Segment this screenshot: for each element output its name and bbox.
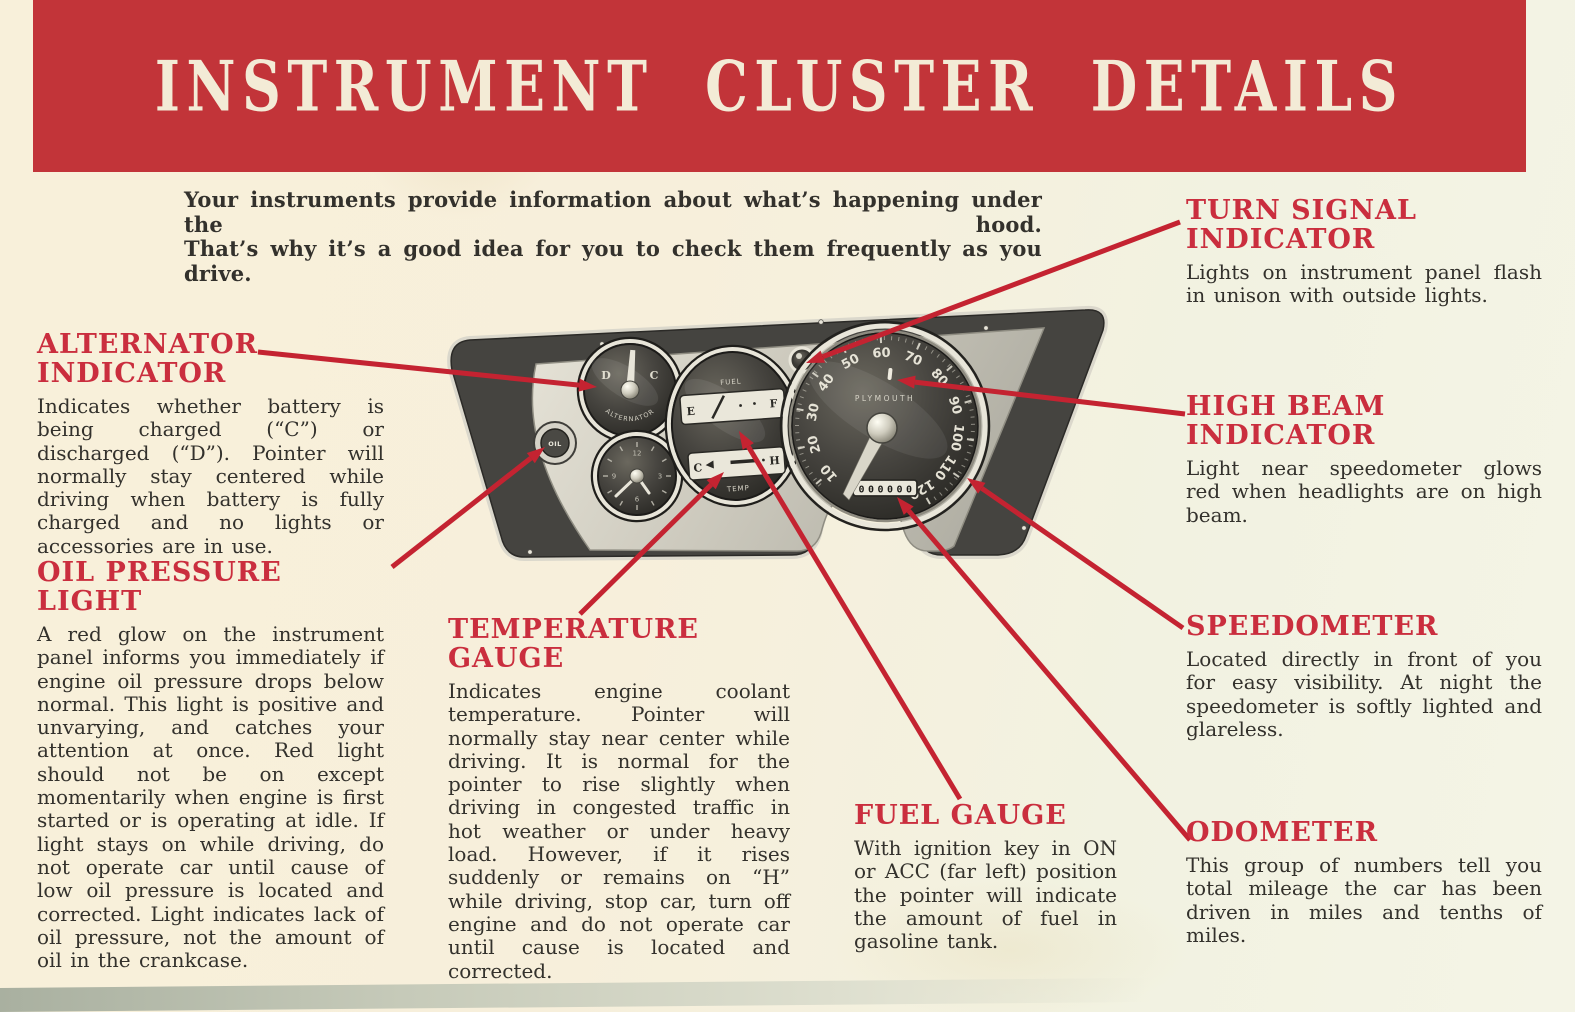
intro-line-2: That’s why it’s a good idea for you to c… xyxy=(184,236,1042,286)
section-body: Indicates engine coolant temperature. Po… xyxy=(448,679,790,983)
section-body: Lights on instrument panel flash in unis… xyxy=(1186,260,1542,308)
svg-text:100: 100 xyxy=(947,423,966,452)
svg-text:12: 12 xyxy=(633,450,642,458)
section-heading: ALTERNATOR INDICATOR xyxy=(37,329,259,389)
intro-line-1: Your instruments provide information abo… xyxy=(184,187,1042,237)
section-heading: TEMPERATURE GAUGE xyxy=(448,614,700,674)
svg-text:PLYMOUTH: PLYMOUTH xyxy=(855,394,915,403)
section-heading: TURN SIGNAL INDICATOR xyxy=(1186,195,1417,255)
section-fuel-gauge: FUEL GAUGE With ignition key in ON or AC… xyxy=(854,801,1117,953)
section-oil-pressure-light: OIL PRESSURE LIGHT A red glow on the ins… xyxy=(37,558,384,972)
section-body: With ignition key in ON or ACC (far left… xyxy=(854,836,1117,954)
section-heading: OIL PRESSURE LIGHT xyxy=(37,557,282,617)
svg-text:OIL: OIL xyxy=(548,440,562,448)
section-heading: FUEL GAUGE xyxy=(854,800,1067,831)
svg-text:H: H xyxy=(769,454,780,468)
section-turn-signal-indicator: TURN SIGNAL INDICATOR Lights on instrume… xyxy=(1186,196,1542,308)
svg-text:TEMP: TEMP xyxy=(726,484,750,494)
section-odometer: ODOMETER This group of numbers tell you … xyxy=(1186,818,1542,947)
section-body: A red glow on the instrument panel infor… xyxy=(37,622,384,973)
section-heading: ODOMETER xyxy=(1186,817,1379,848)
svg-text:E: E xyxy=(686,405,695,419)
section-body: Light near speedometer glows red when he… xyxy=(1186,456,1542,527)
section-body: Located directly in front of you for eas… xyxy=(1186,647,1542,741)
svg-text:FUEL: FUEL xyxy=(720,377,742,386)
svg-text:3: 3 xyxy=(658,473,662,481)
section-heading: HIGH BEAM INDICATOR xyxy=(1186,391,1386,451)
svg-text:D: D xyxy=(601,369,611,382)
page-edge-shadow xyxy=(0,977,1150,1012)
svg-text:60: 60 xyxy=(872,346,891,362)
section-heading: SPEEDOMETER xyxy=(1186,611,1439,642)
section-body: Indicates whether battery is being charg… xyxy=(37,394,384,558)
svg-text:C: C xyxy=(693,461,703,475)
section-speedometer: SPEEDOMETER Located directly in front of… xyxy=(1186,612,1542,741)
intro-paragraph: Your instruments provide information abo… xyxy=(184,187,1042,286)
section-body: This group of numbers tell you total mil… xyxy=(1186,853,1542,947)
svg-text:6: 6 xyxy=(635,496,640,504)
svg-text:30: 30 xyxy=(805,402,823,423)
svg-text:000000: 000000 xyxy=(858,485,915,496)
page-title: INSTRUMENT CLUSTER DETAILS xyxy=(154,45,1405,127)
svg-text:F: F xyxy=(769,397,778,411)
svg-text:C: C xyxy=(650,369,659,382)
section-temperature-gauge: TEMPERATURE GAUGE Indicates engine coola… xyxy=(448,615,790,983)
title-banner: INSTRUMENT CLUSTER DETAILS xyxy=(33,0,1526,172)
svg-text:9: 9 xyxy=(612,473,616,481)
section-high-beam-indicator: HIGH BEAM INDICATOR Light near speedomet… xyxy=(1186,392,1542,527)
section-alternator-indicator: ALTERNATOR INDICATOR Indicates whether b… xyxy=(37,330,384,558)
